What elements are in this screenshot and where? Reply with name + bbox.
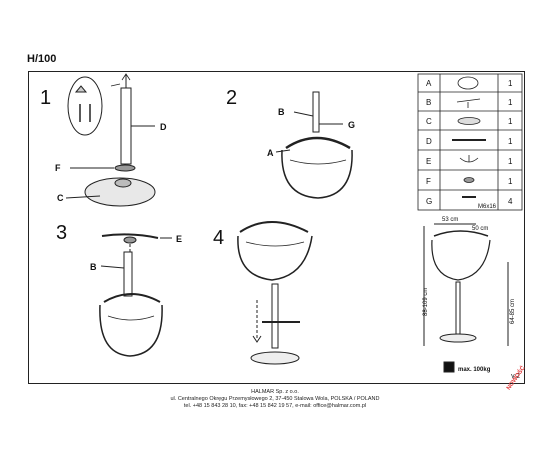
parts-row-letter: G (426, 197, 432, 206)
base-icon (457, 117, 481, 125)
dim-seat-height: 64-85 cm (510, 299, 516, 324)
footer-company: HALMAR Sp. z o.o. (251, 389, 299, 395)
bolt-size-note: M6x16 (478, 204, 497, 210)
dim-width: 53 cm (442, 217, 458, 223)
step-3-number: 3 (56, 222, 67, 244)
callout-g-step2: G (348, 120, 355, 130)
footer-address: ul. Centralnego Okręgu Przemysłowego 2, … (170, 396, 380, 402)
ring-part-icon (114, 164, 136, 172)
detail-ellipse-icon (67, 76, 103, 136)
instruction-frame (28, 71, 525, 384)
dimension-stool-icon (433, 230, 489, 237)
footrest-icon (459, 155, 479, 163)
base-plate-icon (84, 177, 156, 207)
ring-icon (463, 177, 475, 183)
callout-b-step3: B (90, 262, 97, 272)
parts-row-qty: 1 (508, 177, 513, 186)
seat-icon (457, 76, 479, 90)
step-2-number: 2 (226, 87, 237, 109)
parts-row-qty: 1 (508, 79, 513, 88)
assembled-stool-back-icon (239, 221, 309, 233)
parts-row-letter: A (426, 79, 432, 88)
step-1-number: 1 (40, 87, 51, 109)
company-footer: HALMAR Sp. z o.o. ul. Centralnego Okręgu… (0, 389, 550, 410)
callout-e-step3: E (176, 234, 182, 244)
version-label: v.2 (511, 373, 520, 380)
parts-row-letter: F (426, 177, 431, 186)
callout-a-step2: A (267, 148, 274, 158)
weight-icon (443, 361, 455, 373)
parts-table (417, 73, 523, 211)
parts-row-letter: E (426, 157, 431, 166)
callout-f: F (55, 163, 61, 173)
parts-row-qty: 4 (508, 197, 513, 206)
seat-back-icon (285, 136, 351, 150)
lever-icon (456, 98, 481, 108)
footer-contact: tel. +48 15 843 28 10, fax: +48 15 842 1… (183, 403, 367, 409)
seat-shell-icon (281, 149, 353, 199)
callout-c: C (57, 193, 64, 203)
max-load-label: max. 100kg (458, 367, 491, 373)
parts-row-qty: 1 (508, 98, 513, 107)
dim-depth: 50 cm (472, 226, 488, 232)
parts-row-qty: 1 (508, 137, 513, 146)
model-title: H/100 (27, 53, 57, 65)
parts-row-qty: 1 (508, 117, 513, 126)
callout-b-step2: B (278, 107, 285, 117)
parts-row-letter: B (426, 98, 431, 107)
parts-row-qty: 1 (508, 157, 513, 166)
parts-row-letter: D (426, 137, 432, 146)
footrest-part-icon (101, 233, 159, 239)
dim-height: 88-109 cm (423, 288, 429, 316)
detail-cap-icon (74, 85, 88, 93)
callout-d: D (160, 122, 167, 132)
step-4-number: 4 (213, 227, 224, 249)
parts-row-letter: C (426, 117, 432, 126)
gas-column-icon (120, 87, 132, 165)
